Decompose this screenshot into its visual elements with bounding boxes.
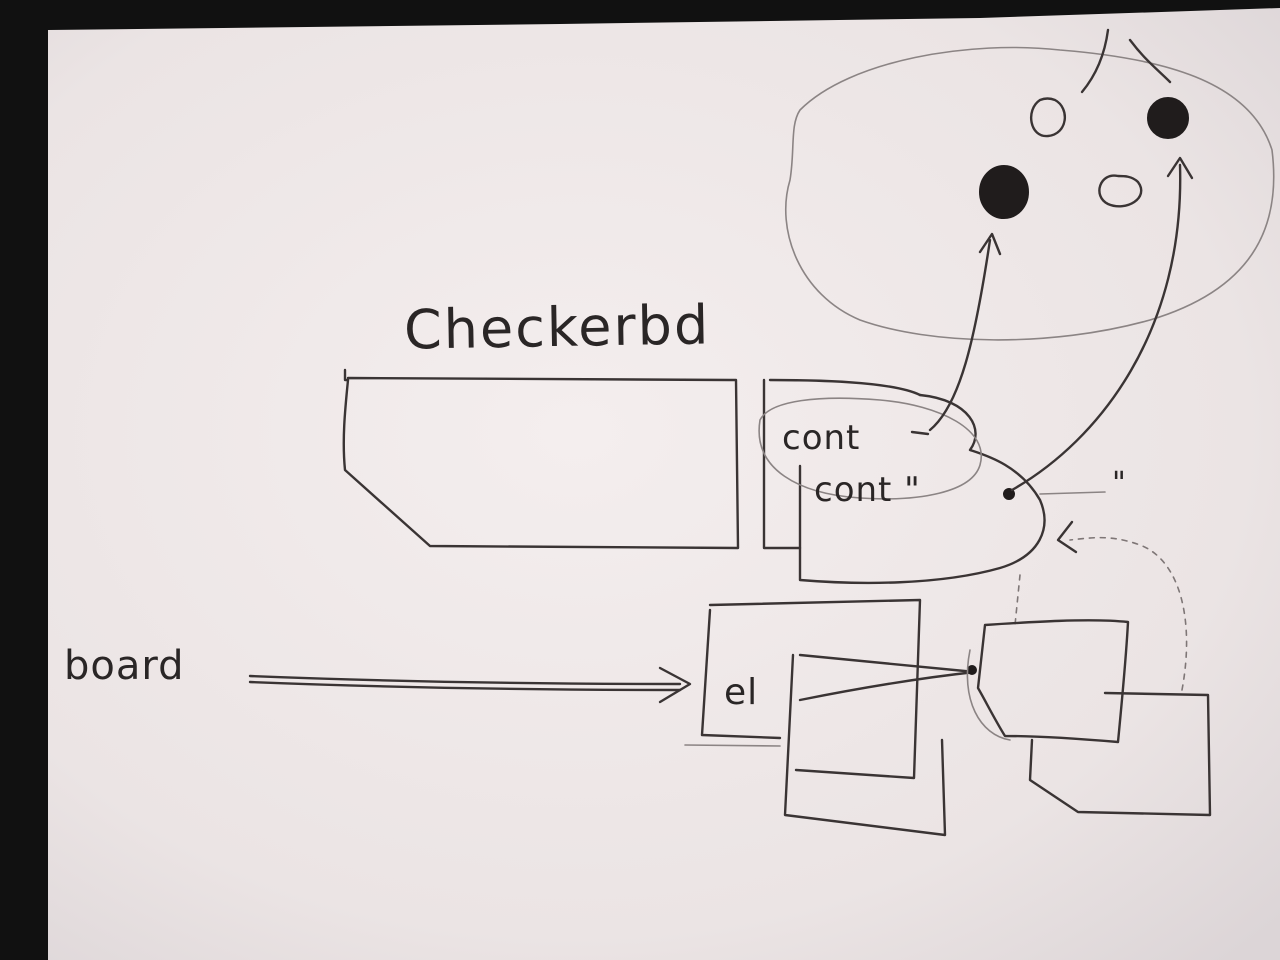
el-pointer-dot [967, 665, 977, 675]
el-tick-line [798, 653, 977, 674]
target-square-front [976, 619, 1130, 744]
el-front-box [700, 608, 782, 740]
dashed-return-curve [1069, 536, 1188, 691]
cont-region-outline [798, 393, 1046, 585]
small-circle-left [1030, 97, 1066, 138]
arrow-head-left [978, 232, 1002, 256]
arrow-head-right [1166, 156, 1194, 180]
cont-highlight-circle [758, 397, 983, 500]
board-label: board [64, 643, 185, 689]
target-square-ring [966, 649, 1011, 741]
ditto-line [1039, 491, 1106, 495]
pointer-dot [1003, 488, 1015, 500]
checkerbd-title: Checkerbd [403, 293, 711, 362]
cont-label-bottom: cont " [814, 470, 921, 510]
large-circle-outline [785, 46, 1275, 341]
head-line-right [1128, 38, 1172, 84]
cont-label-top: cont [782, 418, 861, 458]
board-arrow-line [248, 674, 682, 686]
dashed-connector [1014, 574, 1021, 626]
arrow-dot-to-circle [1010, 163, 1182, 492]
el-second-box [783, 653, 947, 837]
el-label: el [724, 672, 759, 713]
checkerbd-left-box [342, 368, 740, 550]
board-arrow-head [658, 666, 692, 704]
cont-tick [910, 430, 930, 436]
small-circle-right [1098, 174, 1143, 208]
el-back-box [708, 598, 922, 780]
board-arrow-line-2 [248, 680, 682, 692]
el-box-shadow [684, 744, 781, 747]
head-line-left [1080, 28, 1110, 94]
arrow-cont-to-dot [928, 238, 992, 432]
target-square-back [1028, 691, 1212, 817]
checkerbd-right-box [762, 378, 922, 550]
scribbled-dot-left [979, 165, 1029, 219]
dashed-return-head [1056, 520, 1078, 554]
scribbled-dot-right [1147, 97, 1189, 139]
ditto-mark: " [1112, 466, 1127, 501]
el-arrow-line [798, 670, 977, 702]
